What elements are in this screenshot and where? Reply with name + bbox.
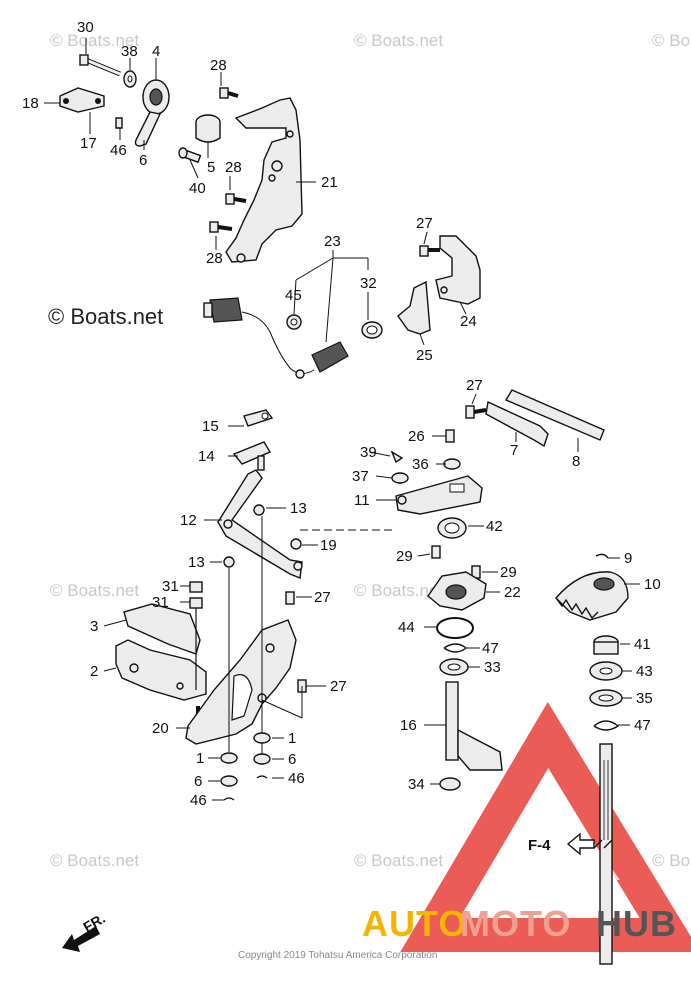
part-label: 39 xyxy=(360,444,377,461)
part-label: 46 xyxy=(110,142,127,159)
part-label: 7 xyxy=(510,442,518,459)
part-label: 11 xyxy=(354,492,370,509)
part-label: 46 xyxy=(190,792,207,809)
part-label: 40 xyxy=(189,180,206,197)
part-label: 38 xyxy=(121,43,138,60)
watermark: © Boats.net xyxy=(652,851,691,870)
part-label: 31 xyxy=(162,578,179,595)
watermarks: © Boats.net © Boats.net © Boats.net © Bo… xyxy=(48,31,691,870)
part-label: 35 xyxy=(636,690,653,707)
part-label: 31 xyxy=(152,594,169,611)
part-label: 15 xyxy=(202,418,219,435)
part-label: 30 xyxy=(77,19,94,36)
direction-indicator: FR. xyxy=(62,910,108,952)
part-label: 4 xyxy=(152,43,160,60)
links-14-15-group xyxy=(232,409,274,471)
part-label: 28 xyxy=(225,159,242,176)
rods-group xyxy=(465,389,605,448)
arrow-icon xyxy=(566,832,595,856)
part-label: 2 xyxy=(90,663,98,680)
watermark-main: © Boats.net xyxy=(48,304,163,329)
watermark: © Boats.net xyxy=(50,31,139,50)
part-label: 19 xyxy=(320,537,337,554)
part-label: 10 xyxy=(644,576,661,593)
copyright-notice: Copyright 2019 Tohatsu America Corporati… xyxy=(238,950,437,961)
figure-reference: F-4 xyxy=(528,832,595,856)
part-label: 37 xyxy=(352,468,369,485)
part-label: 14 xyxy=(198,448,215,465)
part-label: 6 xyxy=(139,152,147,169)
part-label: 47 xyxy=(634,717,651,734)
part-label: 26 xyxy=(408,428,425,445)
figure-ref-label: F-4 xyxy=(528,837,551,854)
part-label: 6 xyxy=(194,773,202,790)
part-label: 28 xyxy=(206,250,223,267)
part-label: 27 xyxy=(416,215,433,232)
shaft-16-group xyxy=(427,517,503,791)
part-label: 29 xyxy=(396,548,413,565)
part-label: 13 xyxy=(188,554,205,571)
part-label: 6 xyxy=(288,751,296,768)
part-label: 46 xyxy=(288,770,305,787)
part-label: 47 xyxy=(482,640,499,657)
switch-wiring-group xyxy=(203,297,383,379)
part-label: 25 xyxy=(416,347,433,364)
part-label: 1 xyxy=(288,730,296,747)
brand-wordmark: AUTO MOTO HUB xyxy=(362,903,677,944)
watermark: © Boats.net xyxy=(50,851,139,870)
part-label: 29 xyxy=(500,564,517,581)
part-label: 28 xyxy=(210,57,227,74)
part-label: 3 xyxy=(90,618,98,635)
part-label: 20 xyxy=(152,720,169,737)
part-label: 33 xyxy=(484,659,501,676)
part-label: 41 xyxy=(634,636,651,653)
forward-arrow-icon xyxy=(62,926,100,952)
part-label: 17 xyxy=(80,135,97,152)
part-label: 45 xyxy=(285,287,302,304)
part-label: 36 xyxy=(412,456,429,473)
watermark: © Boats.net xyxy=(652,31,691,50)
brand-part-moto: MOTO xyxy=(460,903,571,944)
gear-10-group xyxy=(555,553,629,965)
washers-group xyxy=(220,732,271,801)
lever-11-group xyxy=(390,429,483,515)
part-label: 27 xyxy=(466,377,483,394)
part-label: 27 xyxy=(314,589,331,606)
part-label: 1 xyxy=(196,750,204,767)
part-label: 34 xyxy=(408,776,425,793)
throttle-cam-group xyxy=(59,54,221,164)
part-label: 21 xyxy=(321,174,338,191)
bracket-24-25-group xyxy=(397,235,481,335)
bracket-21-group xyxy=(209,87,303,263)
part-label: 13 xyxy=(290,500,307,517)
watermark: © Boats.net xyxy=(354,581,443,600)
part-label: 43 xyxy=(636,663,653,680)
brand-part-hub: HUB xyxy=(596,903,677,944)
part-label: 16 xyxy=(400,717,417,734)
direction-label: FR. xyxy=(80,910,108,935)
part-label: 22 xyxy=(504,584,521,601)
part-label: 44 xyxy=(398,619,415,636)
part-label: 9 xyxy=(624,550,632,567)
part-label: 12 xyxy=(180,512,197,529)
part-label: 32 xyxy=(360,275,377,292)
brand-part-auto: AUTO xyxy=(362,903,467,944)
leader-lines xyxy=(44,38,640,801)
watermark: © Boats.net xyxy=(354,31,443,50)
watermark: © Boats.net xyxy=(50,581,139,600)
part-label: 8 xyxy=(572,453,580,470)
part-label: 24 xyxy=(460,313,477,330)
part-number-labels: 30 38 4 28 18 17 46 6 5 28 40 21 28 23 2… xyxy=(22,19,661,809)
part-label: 5 xyxy=(207,159,215,176)
plate-assembly-group xyxy=(115,516,307,756)
watermark: © Boats.net xyxy=(354,851,443,870)
part-label: 18 xyxy=(22,95,39,112)
part-label: 42 xyxy=(486,518,503,535)
part-label: 23 xyxy=(324,233,341,250)
arm-12-group xyxy=(217,469,392,579)
part-label: 27 xyxy=(330,678,347,695)
